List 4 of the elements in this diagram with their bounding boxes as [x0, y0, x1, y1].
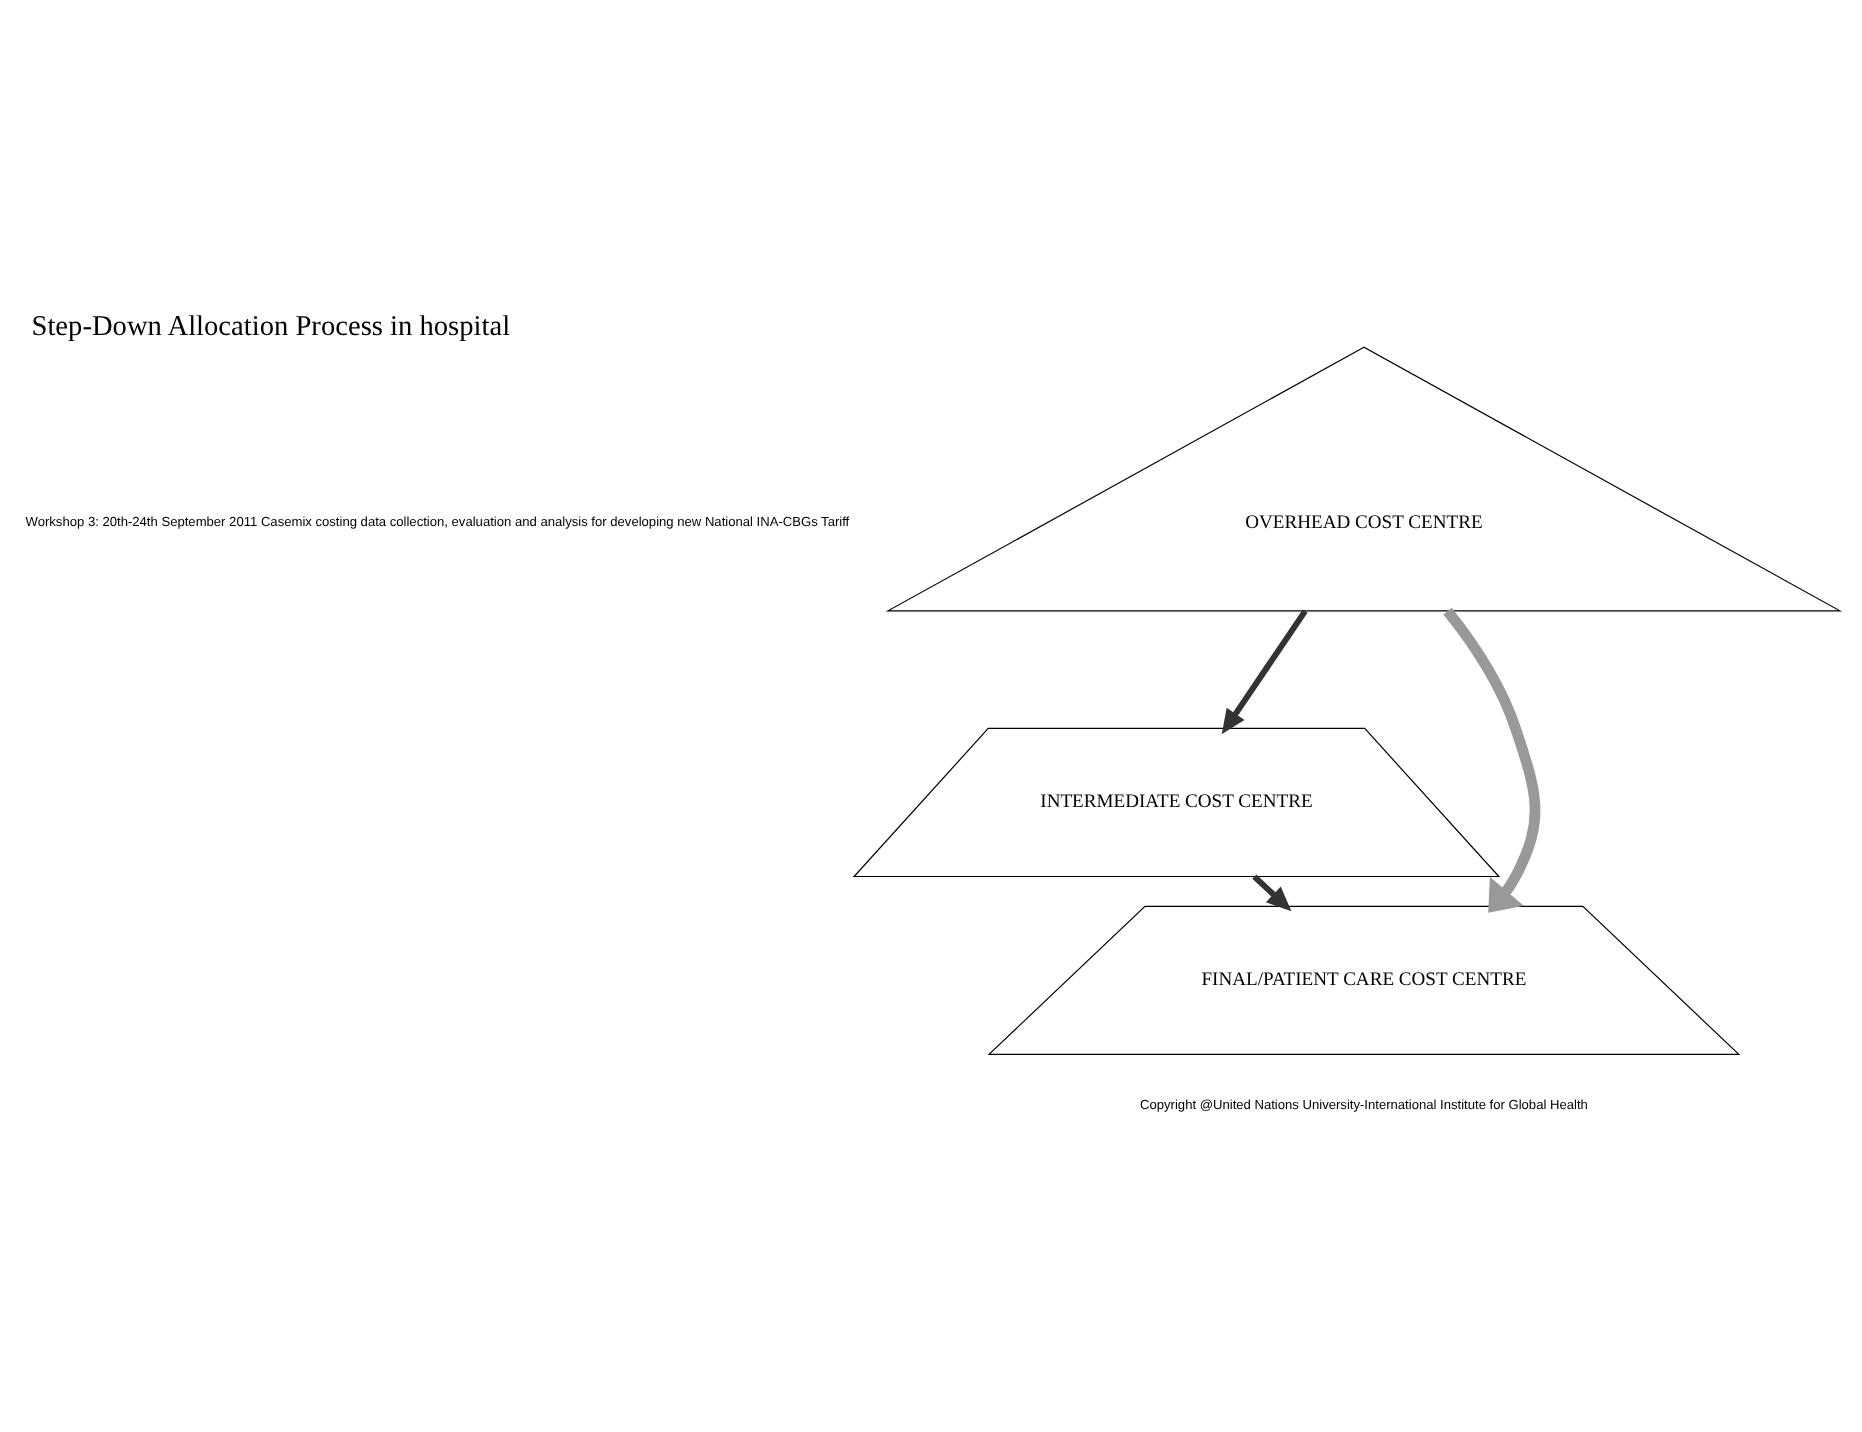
arrow — [1443, 606, 1541, 912]
diagram-title: Step-Down Allocation Process in hospital — [31, 309, 511, 342]
arrow — [1252, 873, 1292, 911]
arrow — [1221, 608, 1308, 734]
